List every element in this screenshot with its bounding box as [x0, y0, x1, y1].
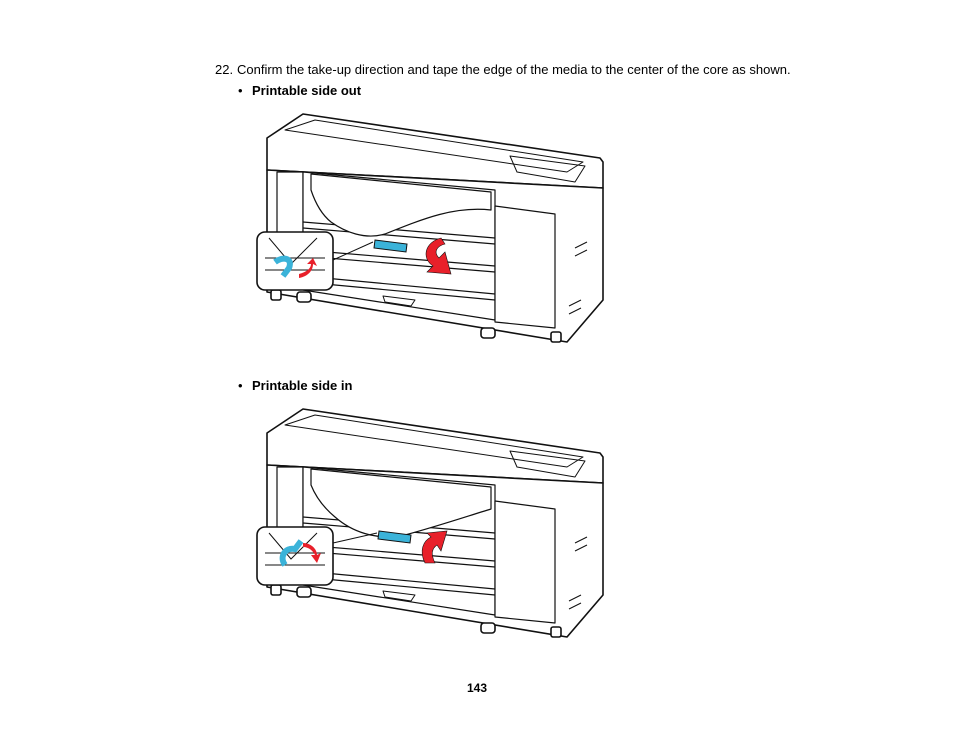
bullet-label: Printable side in [252, 378, 353, 393]
step-instruction: 22.Confirm the take-up direction and tap… [215, 62, 791, 77]
page-number: 143 [466, 681, 488, 695]
bullet-marker: • [238, 83, 243, 98]
printer-illustration-side-in [256, 408, 604, 638]
printer-illustration-side-out [256, 113, 604, 343]
step-number: 22. [215, 62, 234, 77]
bullet-marker: • [238, 378, 243, 393]
bullet-label: Printable side out [252, 83, 362, 98]
step-text: Confirm the take-up direction and tape t… [237, 62, 791, 77]
bullet-printable-side-in: • Printable side in [238, 378, 352, 393]
bullet-printable-side-out: • Printable side out [238, 83, 361, 98]
